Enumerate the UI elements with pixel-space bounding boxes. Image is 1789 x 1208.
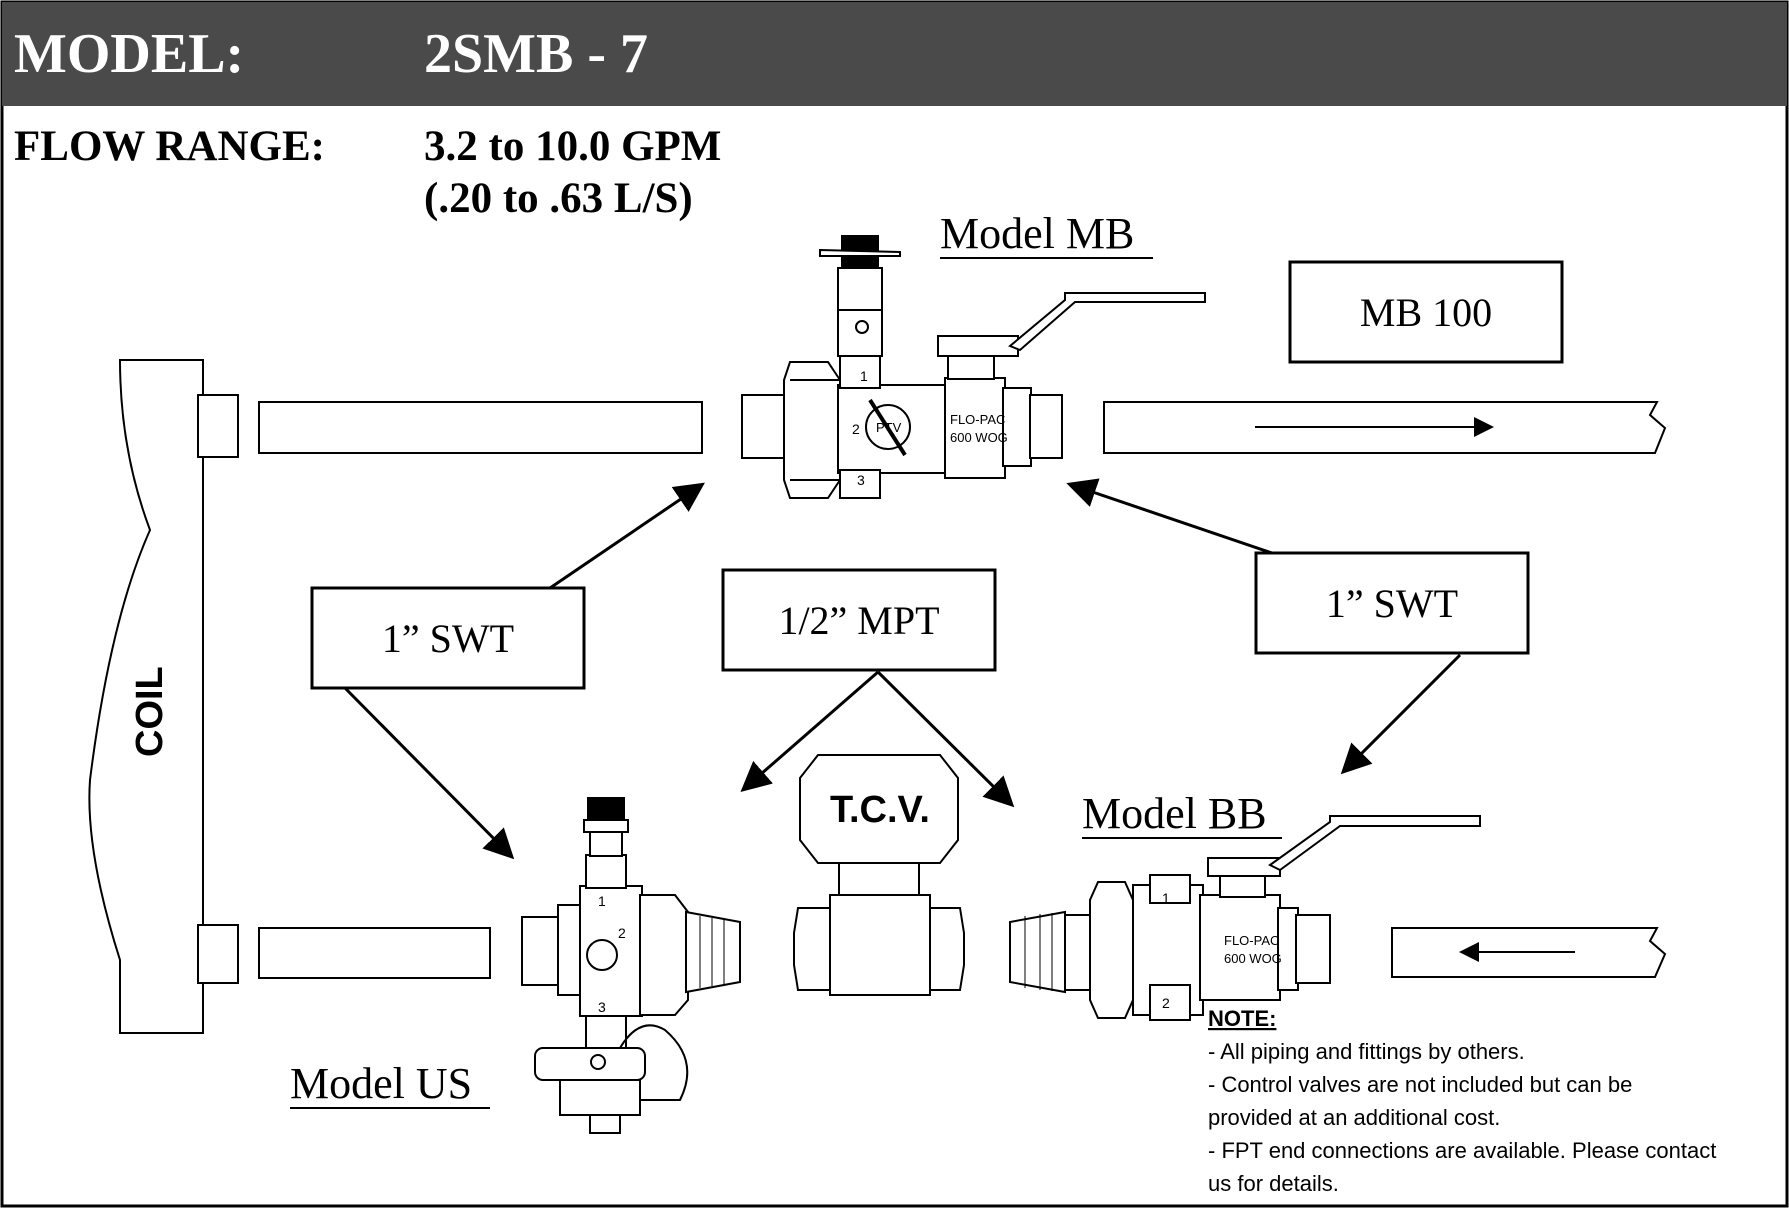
us-drain-cap — [559, 1079, 641, 1116]
note-line-1: - All piping and fittings by others. — [1208, 1039, 1525, 1064]
note-line-4: - FPT end connections are available. Ple… — [1208, 1138, 1716, 1163]
mb-outlet-collar — [1002, 387, 1032, 467]
us-needle-collar — [583, 819, 629, 833]
coil: COIL — [88, 359, 239, 1034]
us-port-2-label: 2 — [618, 925, 626, 941]
note-line-5: us for details. — [1208, 1171, 1339, 1196]
flow-range-lps: (.20 to .63 L/S) — [424, 175, 693, 222]
us-mpt-thread — [685, 910, 741, 994]
callout-mb100-box — [1288, 260, 1564, 364]
us-drain-tip — [589, 1114, 621, 1134]
bb-outlet-stub — [1295, 914, 1331, 984]
coil-bottom-stub — [197, 924, 239, 984]
us-inlet-collar — [557, 904, 583, 996]
flow-range-label: FLOW RANGE: — [14, 123, 325, 170]
pipe-lower-left — [258, 927, 491, 979]
note-line-2: - Control valves are not included but ca… — [1208, 1072, 1632, 1097]
bb-handle-lever — [1268, 815, 1481, 872]
pipe-upper-left — [258, 401, 703, 454]
header-band — [2, 2, 1787, 106]
bb-port-1-label: 1 — [1162, 890, 1170, 906]
model-mb-valve: 1 2 3 PTV FLO-PAC 600 WOG — [741, 235, 1206, 499]
note-title: NOTE: — [1208, 1006, 1276, 1031]
model-value: 2SMB - 7 — [424, 23, 648, 85]
leader-swt-right-to-bb — [1340, 653, 1462, 775]
bb-port-1 — [1149, 874, 1191, 904]
bb-brand-label: FLO-PAC — [1224, 933, 1279, 948]
flow-range-gpm: 3.2 to 10.0 GPM — [424, 123, 721, 170]
mb-outlet-stub — [1029, 394, 1063, 459]
callout-swt-right: 1” SWT — [1326, 581, 1458, 626]
leader-swt-right-to-mb — [1066, 478, 1273, 555]
us-cap — [587, 797, 625, 821]
tcv-body — [829, 894, 931, 996]
mb-union-nut — [783, 361, 841, 499]
bb-rating-label: 600 WOG — [1224, 951, 1282, 966]
leader-lines — [343, 478, 1462, 860]
leader-mpt-to-us — [740, 670, 879, 792]
mb-brand-label: FLO-PAC — [950, 412, 1005, 427]
note-block: NOTE: - All piping and fittings by other… — [1208, 1006, 1716, 1196]
bb-union-nut — [1089, 881, 1134, 1019]
tcv-valve: T.C.V. — [793, 754, 965, 996]
mb-stem — [947, 354, 995, 380]
bb-mpt-thread — [1009, 910, 1066, 994]
mb-cap-knurl — [837, 267, 883, 311]
us-port-3-label: 3 — [598, 999, 606, 1015]
tcv-left-port — [793, 907, 831, 991]
bb-stem — [1219, 874, 1266, 898]
leader-swt-left-to-mb — [549, 482, 705, 590]
us-drain-strap — [619, 1024, 689, 1101]
bb-port-2 — [1149, 984, 1191, 1021]
model-bb-title: Model BB — [1082, 789, 1267, 838]
mb-handle-lever — [1008, 292, 1206, 352]
callout-mb100: MB 100 — [1360, 290, 1492, 335]
us-port-1-label: 1 — [598, 893, 606, 909]
mb-rating-label: 600 WOG — [950, 430, 1008, 445]
model-mb-title: Model MB — [940, 209, 1134, 258]
mb-port-3 — [839, 469, 881, 499]
us-drain-handle — [534, 1047, 646, 1081]
us-needle — [589, 829, 623, 857]
model-us-title: Model US — [290, 1059, 472, 1108]
mb-port-3-label: 3 — [857, 472, 865, 488]
mb-handle-nut — [937, 335, 1019, 357]
callout-mpt: 1/2” MPT — [778, 598, 939, 643]
tcv-actuator — [799, 754, 959, 864]
us-inlet-stub — [521, 916, 561, 986]
note-line-3: provided at an additional cost. — [1208, 1105, 1500, 1130]
us-union-nut — [639, 894, 689, 1016]
bb-union-collar — [1064, 914, 1091, 991]
mb-cap-strap — [819, 248, 901, 257]
model-bb-valve: 1 2 FLO-PAC 600 WOG — [1009, 815, 1481, 1021]
callout-swt-left-box — [310, 586, 586, 690]
us-port-3 — [585, 1015, 627, 1049]
leader-mpt-to-bb — [876, 670, 1015, 808]
mb-ptv-label: PTV — [876, 420, 902, 435]
callout-swt-right-box — [1254, 551, 1530, 655]
model-us-valve: 1 2 3 — [521, 797, 741, 1134]
us-hex-port — [586, 939, 618, 971]
callout-mpt-box — [721, 568, 997, 672]
tcv-right-port — [929, 907, 965, 991]
bb-handle-nut — [1207, 857, 1281, 877]
tcv-neck — [838, 862, 920, 896]
model-label: MODEL: — [14, 23, 244, 85]
coil-top-stub — [197, 394, 239, 458]
tcv-label: T.C.V. — [830, 789, 930, 831]
leader-swt-left-to-us — [343, 686, 515, 860]
coil-label: COIL — [129, 666, 171, 757]
bb-ball-body — [1199, 894, 1281, 1001]
mb-port-1-label: 1 — [860, 368, 868, 384]
bb-port-2-label: 2 — [1162, 995, 1170, 1011]
mb-port-2-label: 2 — [852, 421, 860, 437]
mb-ball-body — [944, 377, 1006, 479]
callout-swt-left: 1” SWT — [382, 616, 514, 661]
us-port-1 — [585, 854, 627, 889]
